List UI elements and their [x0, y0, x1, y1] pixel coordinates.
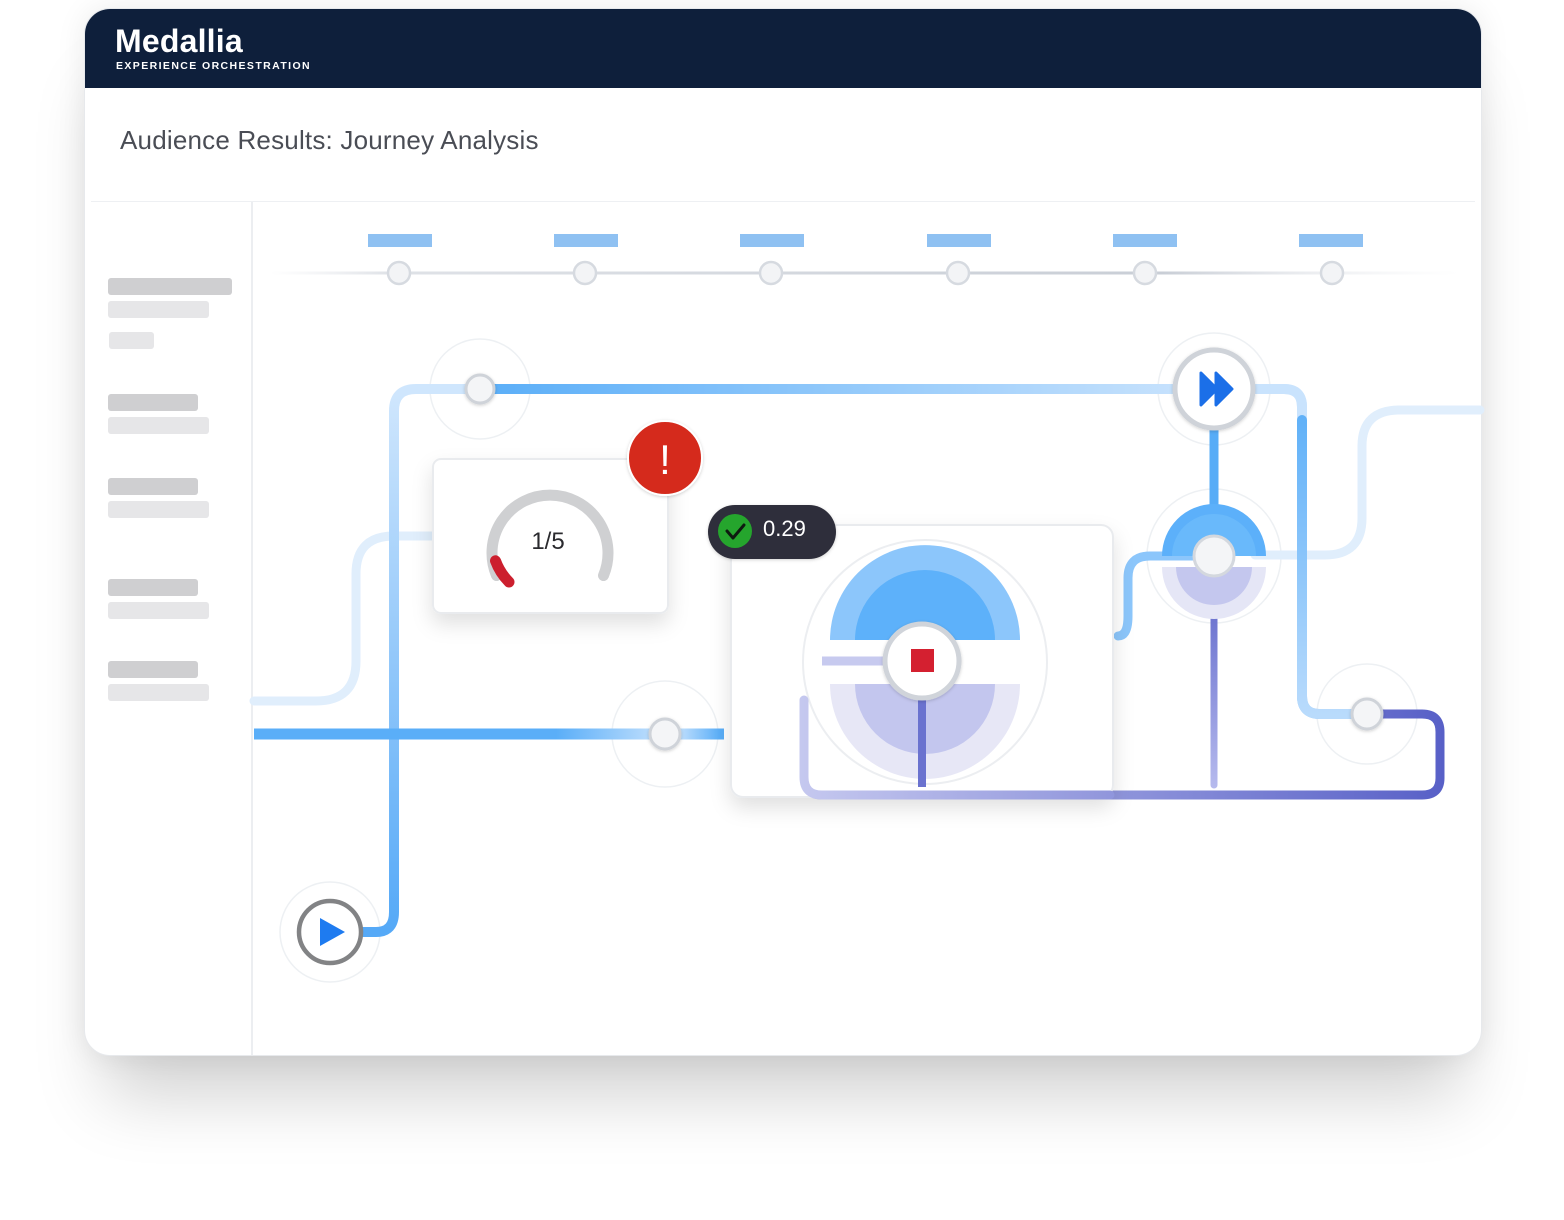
sidebar-placeholder-line	[108, 602, 209, 619]
timeline-label-placeholder	[740, 234, 804, 247]
gauge-card[interactable]: 1/5	[432, 458, 669, 614]
sidebar-placeholder-line	[108, 684, 209, 701]
timeline-step-node[interactable]	[758, 260, 784, 286]
success-circle	[718, 514, 752, 548]
sidebar-placeholder-line	[108, 301, 209, 318]
gauge-fill	[490, 555, 515, 588]
path-light-right	[1250, 405, 1485, 560]
header-divider	[91, 201, 1475, 202]
path-light-left	[249, 531, 437, 706]
sidebar-placeholder-item[interactable]	[108, 478, 198, 495]
start-node[interactable]	[296, 898, 364, 966]
sidebar	[85, 202, 253, 1055]
segment-split-node[interactable]	[1162, 504, 1266, 619]
path-node[interactable]	[464, 373, 496, 405]
sidebar-placeholder-item[interactable]	[108, 661, 198, 678]
stop-node[interactable]	[882, 621, 962, 701]
page-title: Audience Results: Journey Analysis	[120, 125, 539, 155]
checkmark-icon	[725, 523, 746, 540]
timeline-label-placeholder	[927, 234, 991, 247]
stop-icon	[911, 649, 934, 672]
exclamation-icon: !	[659, 436, 671, 483]
path-node[interactable]	[1350, 697, 1384, 731]
timeline-step-node[interactable]	[945, 260, 971, 286]
brand-subtitle: EXPERIENCE ORCHESTRATION	[116, 60, 312, 72]
sidebar-placeholder-chip	[109, 332, 154, 349]
gauge-value: 1/5	[531, 528, 564, 555]
timeline-label-placeholder	[1299, 234, 1363, 247]
timeline-step-node[interactable]	[572, 260, 598, 286]
alert-badge[interactable]: !	[627, 420, 703, 496]
fast-forward-icon	[1199, 371, 1234, 407]
path-top-branch	[475, 384, 1307, 701]
path-node[interactable]	[648, 717, 682, 751]
timeline-step-node[interactable]	[1132, 260, 1158, 286]
timeline-label-placeholder	[368, 234, 432, 247]
sidebar-placeholder-line	[108, 417, 209, 434]
score-value: 0.29	[763, 516, 806, 541]
sidebar-placeholder-item[interactable]	[108, 579, 198, 596]
play-icon	[320, 918, 345, 946]
timeline-step-node[interactable]	[1319, 260, 1345, 286]
fast-forward-node[interactable]	[1172, 347, 1256, 431]
score-badge: 0.29	[708, 505, 836, 559]
path-split-connector	[1113, 551, 1219, 641]
app-header: Medallia EXPERIENCE ORCHESTRATION	[85, 9, 1481, 88]
gauge-track	[486, 489, 614, 581]
sidebar-placeholder-title	[108, 278, 232, 295]
brand-logo: Medallia	[115, 23, 243, 59]
timeline	[270, 234, 1460, 286]
path-right-branch	[1297, 415, 1372, 719]
sidebar-placeholder-line	[108, 501, 209, 518]
journey-paths	[249, 384, 1485, 937]
sidebar-placeholder-item[interactable]	[108, 394, 198, 411]
timeline-label-placeholder	[1113, 234, 1177, 247]
timeline-label-placeholder	[554, 234, 618, 247]
timeline-step-node[interactable]	[386, 260, 412, 286]
